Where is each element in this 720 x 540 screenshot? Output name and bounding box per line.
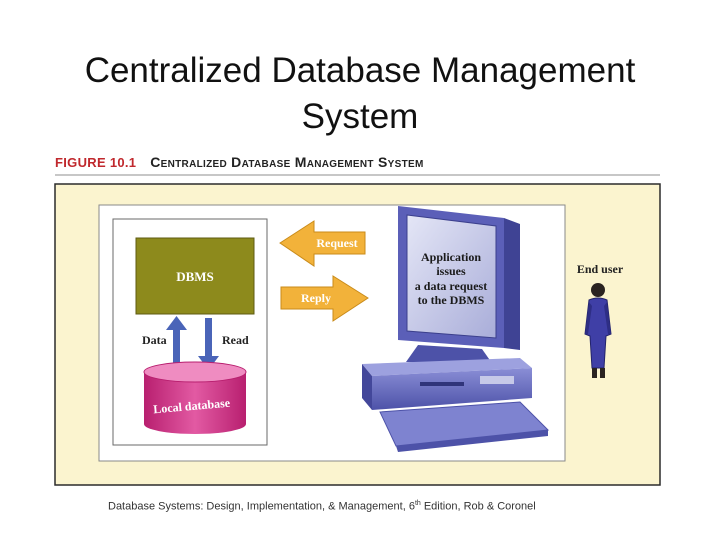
figure-caption: FIGURE 10.1 Centralized Database Managem… [55, 154, 675, 170]
data-label: Data [142, 333, 167, 347]
local-database-label: Local database [153, 396, 232, 417]
read-label: Read [222, 333, 249, 347]
footer-text: Database Systems: Design, Implementation… [108, 500, 415, 513]
footer-text-end: Edition, Rob & Coronel [420, 500, 536, 513]
figure-number: FIGURE 10.1 [55, 155, 137, 170]
caption-divider [55, 174, 660, 176]
screen-line-4: to the DBMS [418, 293, 485, 307]
reply-label: Reply [301, 291, 331, 305]
end-user-label: End user [577, 262, 624, 276]
client-computer [362, 206, 550, 452]
figure-title: Centralized Database Management System [150, 154, 424, 170]
end-user-figure [584, 283, 612, 378]
screen-text: Application issues a data request to the… [415, 250, 487, 307]
screen-line-1: Application [421, 250, 481, 264]
footer-superscript: th [414, 500, 421, 507]
local-database-cylinder [143, 361, 247, 434]
reply-arrow [280, 275, 369, 322]
footer-citation: Database Systems: Design, Implementation… [108, 500, 536, 513]
screen-line-3: a data request [415, 279, 487, 293]
request-arrow [279, 220, 366, 267]
request-label: Request [316, 236, 357, 250]
dbms-label: DBMS [176, 269, 214, 284]
slide-title: Centralized Database Management System [84, 51, 636, 136]
screen-line-2: issues [436, 264, 466, 278]
dbms-block [135, 237, 255, 315]
data-arrow-up [166, 316, 187, 370]
